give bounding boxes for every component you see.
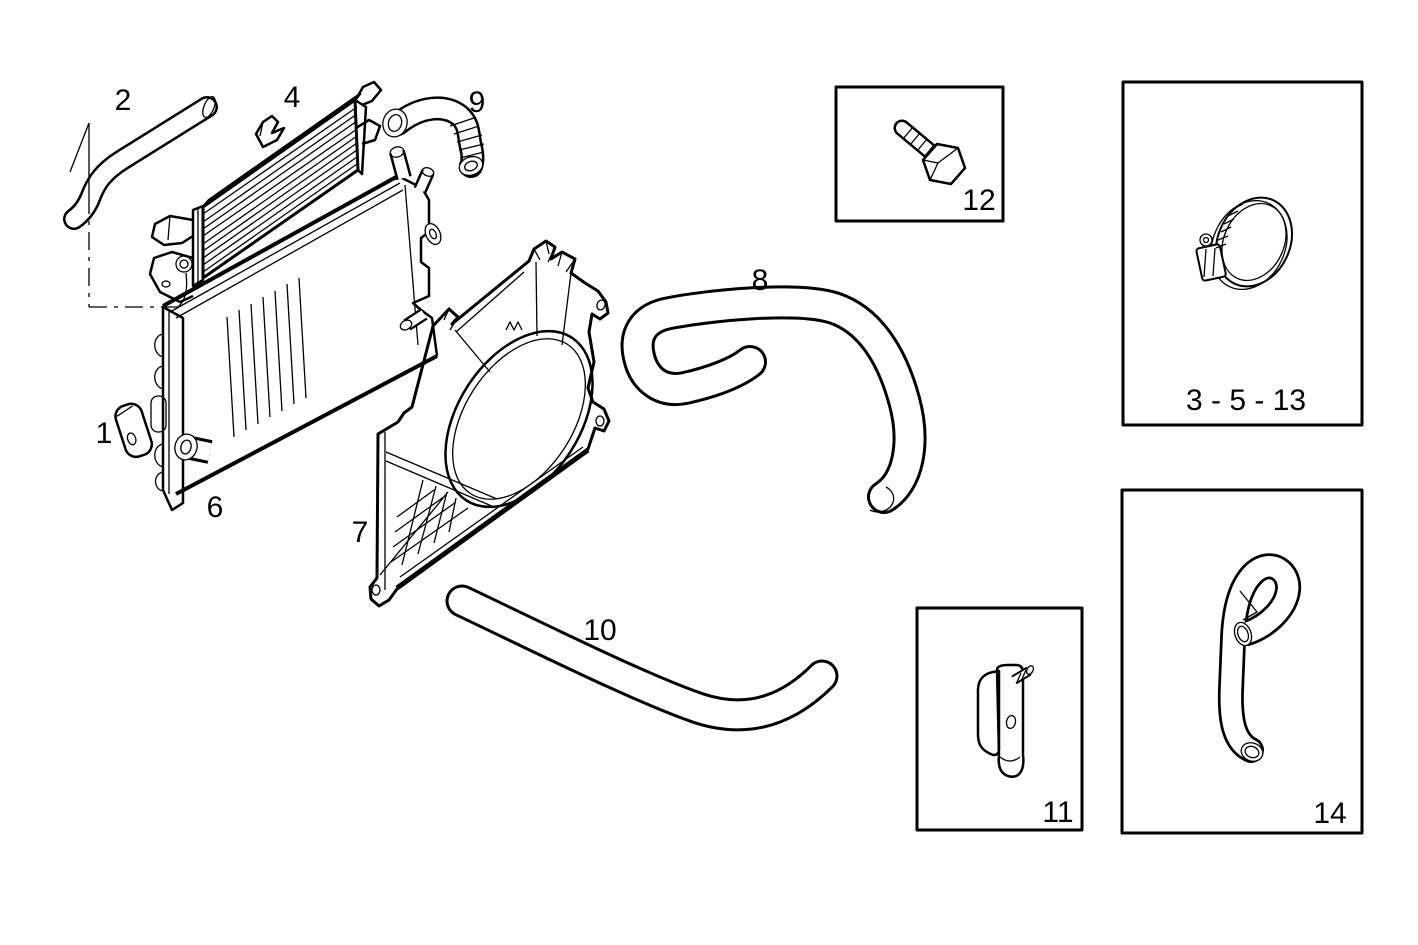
hose-open-end — [202, 95, 216, 119]
callout-box-14 — [1120, 488, 1364, 835]
part-6-label: 6 — [207, 491, 224, 524]
part-7-label: 7 — [352, 516, 369, 549]
part-12-label: 12 — [962, 184, 995, 217]
clamp-group-label: 3 - 5 - 13 — [1186, 384, 1306, 417]
oil-cooler-part4 — [148, 80, 383, 304]
part-4-label: 4 — [284, 81, 301, 114]
part-11-label: 11 — [1042, 796, 1073, 829]
part-2-label: 2 — [115, 84, 132, 117]
radiator-right-tank — [389, 146, 442, 357]
radiator-hose-part8 — [620, 285, 927, 514]
mounting-bracket-part11 — [976, 663, 1035, 778]
part-14-label: 14 — [1313, 797, 1346, 830]
plug-cap-part1 — [114, 402, 154, 459]
upper-hose-part2 — [63, 95, 218, 230]
shroud-hatching — [390, 479, 469, 566]
clamp-band-slots — [1215, 203, 1244, 249]
callout-box-3-5-13 — [1121, 80, 1364, 427]
fan-shroud-part7 — [368, 239, 611, 608]
radiator-core-lines — [226, 277, 307, 438]
hex-bolt-part12 — [893, 119, 967, 186]
part-9-label: 9 — [469, 86, 486, 119]
part-10-label: 10 — [583, 614, 616, 647]
radiator-left-tank — [150, 305, 213, 512]
callout-box-12 — [834, 85, 1005, 223]
hose-clamp-part-3-5-13 — [1195, 196, 1293, 291]
hose-ribs — [449, 117, 485, 159]
fan-opening — [444, 329, 594, 509]
turbo-hose-part9 — [382, 96, 485, 178]
radiator-part6 — [150, 146, 442, 512]
callout-box-11 — [915, 606, 1084, 832]
lower-hose-part10 — [445, 584, 839, 732]
bypass-hose-part14 — [1217, 553, 1302, 763]
part-1-label: 1 — [96, 417, 113, 450]
part-number-labels: 2 4 9 1 6 7 8 10 12 3 - 5 - 13 11 14 — [96, 81, 1347, 830]
cooler-fins — [202, 106, 358, 273]
part-8-label: 8 — [752, 264, 769, 297]
